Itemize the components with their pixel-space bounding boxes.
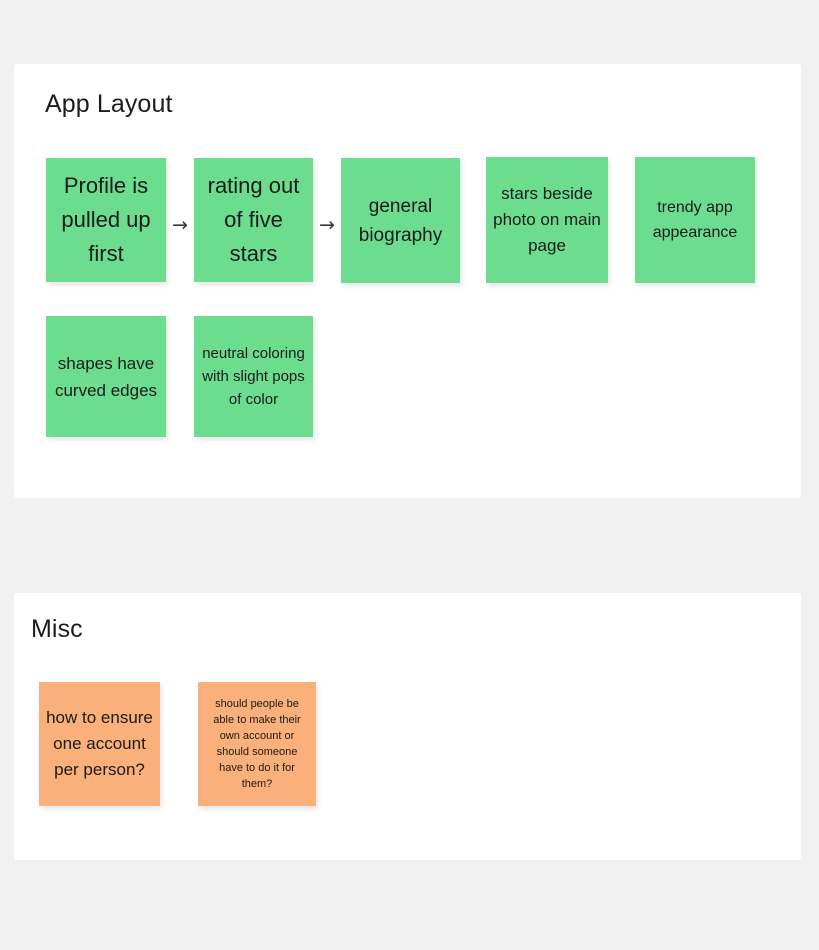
sticky-note[interactable]: how to ensure one account per person? bbox=[39, 682, 160, 806]
sticky-note-text: rating out of five stars bbox=[207, 173, 300, 266]
sticky-note-text: trendy app appearance bbox=[652, 199, 738, 241]
arrow-right-icon: → bbox=[319, 213, 335, 236]
section-title-app-layout: App Layout bbox=[45, 90, 173, 118]
sticky-note[interactable]: general biography bbox=[341, 158, 460, 283]
arrow-right-icon: → bbox=[172, 213, 188, 236]
sticky-note[interactable]: rating out of five stars bbox=[194, 158, 313, 282]
sticky-note-text: should people be able to make their own … bbox=[213, 698, 301, 790]
sticky-note[interactable]: should people be able to make their own … bbox=[198, 682, 316, 806]
section-title-misc: Misc bbox=[31, 615, 83, 643]
sticky-note-text: how to ensure one account per person? bbox=[46, 708, 153, 779]
sticky-note-text: shapes have curved edges bbox=[54, 353, 158, 400]
sticky-note-text: Profile is pulled up first bbox=[61, 173, 151, 266]
sticky-note-text: neutral coloring with slight pops of col… bbox=[202, 345, 305, 408]
sticky-note-text: general biography bbox=[358, 195, 443, 246]
sticky-note[interactable]: shapes have curved edges bbox=[46, 316, 166, 437]
sticky-note[interactable]: stars beside photo on main page bbox=[486, 157, 608, 283]
sticky-note[interactable]: neutral coloring with slight pops of col… bbox=[194, 316, 313, 437]
sticky-note[interactable]: Profile is pulled up first bbox=[46, 158, 166, 282]
sticky-note[interactable]: trendy app appearance bbox=[635, 157, 755, 283]
sticky-note-text: stars beside photo on main page bbox=[493, 184, 601, 255]
